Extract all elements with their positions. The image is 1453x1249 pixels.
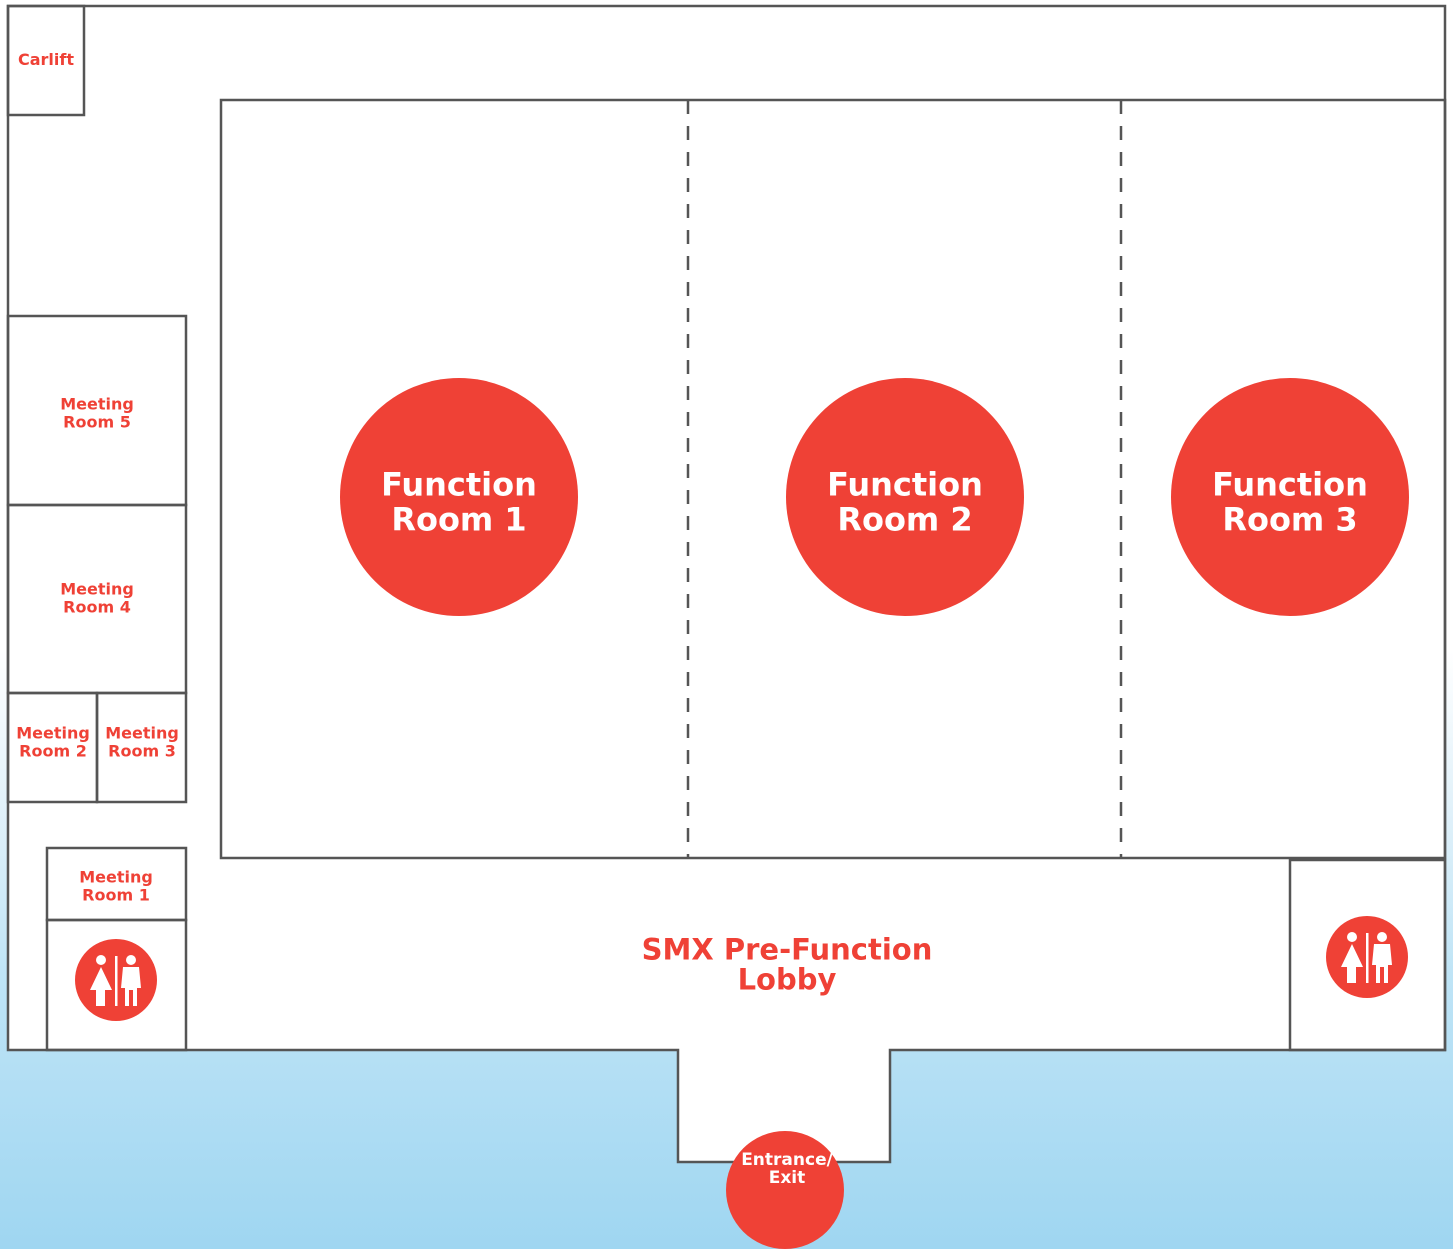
restroom-icon <box>75 939 157 1021</box>
function-room-2-label: Function Room 2 <box>827 465 983 538</box>
meeting-room-1-label: Meeting Room 1 <box>79 867 153 905</box>
restroom-left-room <box>45 918 188 1052</box>
entrance-marker[interactable] <box>726 1131 844 1249</box>
meeting-room-3-label: Meeting Room 3 <box>105 723 179 761</box>
function-room-2-marker[interactable] <box>786 378 1024 616</box>
entrance-label: Entrance/ Exit <box>741 1150 833 1188</box>
function-room-3-marker[interactable] <box>1171 378 1409 616</box>
lobby-label: SMX Pre-Function Lobby <box>641 932 933 997</box>
restroom-right-room <box>1288 858 1447 1052</box>
function-room-1-marker[interactable] <box>340 378 578 616</box>
carlift-room[interactable] <box>6 4 86 117</box>
function-room-1-label: Function Room 1 <box>381 465 537 538</box>
meeting-room-5-label: Meeting Room 5 <box>60 394 134 432</box>
function-room-3-label: Function Room 3 <box>1212 465 1368 538</box>
meeting-room-2-label: Meeting Room 2 <box>16 723 90 761</box>
restroom-icon <box>1326 916 1408 998</box>
meeting-room-4-label: Meeting Room 4 <box>60 579 134 617</box>
meeting-room-3[interactable] <box>95 691 188 804</box>
carlift-label: Carlift <box>17 49 75 69</box>
function-hall <box>219 98 1447 860</box>
